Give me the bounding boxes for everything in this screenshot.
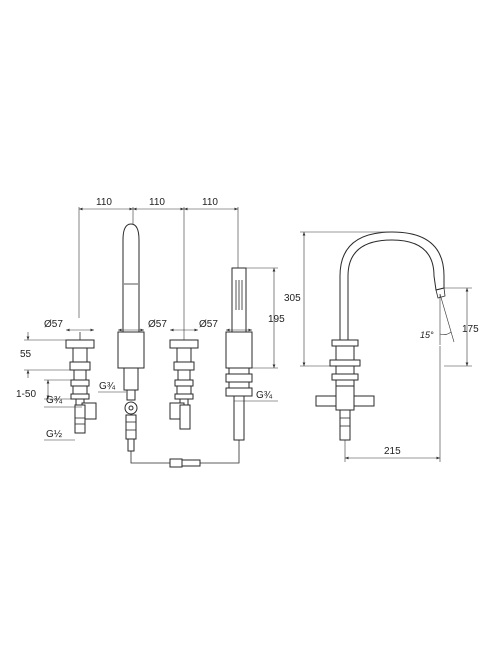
- top-spacing-dimensions: 110 110 110: [78, 197, 239, 345]
- deck-thickness-dimension: 55: [20, 332, 70, 378]
- hand-shower: [225, 267, 253, 460]
- deck-thickness-label: 55: [20, 349, 32, 360]
- spacing-label-2: 110: [149, 197, 165, 208]
- adjust-range-dimension: 1-50: [16, 379, 71, 400]
- outlet-height-label: 175: [462, 324, 479, 335]
- shower-height-label: 195: [268, 314, 285, 325]
- spout-reach-dimension: 215: [344, 346, 441, 462]
- spout-reach-label: 215: [384, 446, 401, 457]
- dia-label-spout: Ø57: [148, 319, 167, 330]
- dia-label-handle-left: Ø57: [44, 319, 63, 330]
- thread-label-left-a: G¾: [46, 395, 63, 406]
- thread-label-shower: G¾: [256, 390, 273, 401]
- right-cross-handle-valve: [169, 339, 199, 430]
- left-cross-handle-valve: [65, 332, 97, 434]
- thread-labels: G¾ G½ G¾ G¾: [44, 381, 278, 441]
- spout-height-label: 305: [284, 293, 301, 304]
- spout-height-dimension: 305: [284, 231, 392, 367]
- shower-hose: [130, 451, 240, 468]
- spacing-label-1: 110: [96, 197, 112, 208]
- shower-height-dimension: 195: [246, 267, 285, 369]
- diameter-dimensions: Ø57 Ø57 Ø57: [44, 319, 252, 332]
- outlet-angle-label: 15°: [420, 330, 434, 340]
- outlet-angle-annotation: 15°: [420, 293, 455, 345]
- thread-label-left-b: G½: [46, 429, 63, 440]
- dia-label-handle-right: Ø57: [199, 319, 218, 330]
- outlet-height-dimension: 175: [444, 287, 479, 367]
- adjust-range-label: 1-50: [16, 389, 36, 400]
- thread-label-spout: G¾: [99, 381, 116, 392]
- spacing-label-3: 110: [202, 197, 218, 208]
- spout-column: [117, 223, 145, 452]
